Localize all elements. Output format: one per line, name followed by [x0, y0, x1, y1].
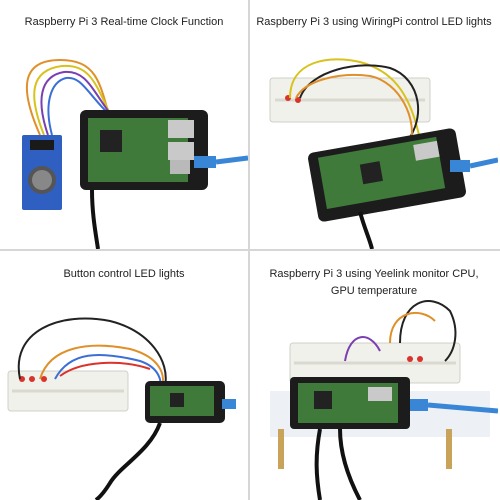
- rtc-photo: [22, 58, 248, 249]
- horizontal-divider: [0, 249, 500, 251]
- panel-caption: Raspberry Pi 3 using WiringPi control LE…: [256, 16, 492, 28]
- panel-rtc-clock: Raspberry Pi 3 Real-time Clock Function: [0, 0, 248, 249]
- panel-caption: Raspberry Pi 3 Real-time Clock Function: [24, 16, 224, 28]
- wiringpi-led-photo: [269, 58, 498, 249]
- caption-line-1: Raspberry Pi 3 using Yeelink monitor CPU…: [269, 268, 479, 280]
- panel-caption: Raspberry Pi 3 using Yeelink monitor CPU…: [250, 266, 498, 300]
- panel-button-led: Button control LED lights: [0, 251, 248, 500]
- button-led-photo: [7, 317, 236, 500]
- yeelink-photo: [270, 300, 498, 500]
- panel-caption: Button control LED lights: [63, 268, 185, 280]
- panel-wiringpi-led: Raspberry Pi 3 using WiringPi control LE…: [250, 0, 498, 249]
- panel-yeelink-monitor: Raspberry Pi 3 using Yeelink monitor CPU…: [250, 251, 498, 500]
- caption-line-2: GPU temperature: [330, 285, 418, 297]
